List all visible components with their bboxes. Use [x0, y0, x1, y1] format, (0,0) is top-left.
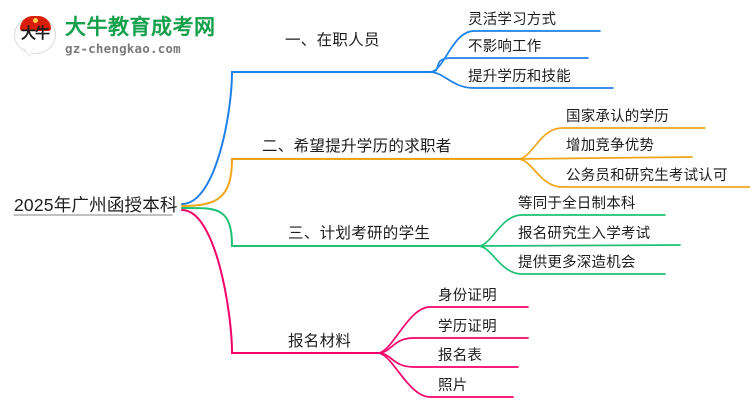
branch-4-connector	[181, 209, 379, 354]
branch-4-leaf-2-connector	[377, 337, 529, 354]
mindmap-leaf-label-4-1: 身份证明	[438, 288, 497, 304]
mindmap-leaf-label-2-2: 增加竞争优势	[566, 138, 655, 154]
logo-subtitle: gz-chengkao.com	[65, 40, 181, 56]
branch-2-connector	[181, 158, 519, 207]
mindmap-leaf-label-2-1: 国家承认的学历	[566, 109, 669, 125]
mindmap-leaf-label-4-2: 学历证明	[438, 319, 497, 335]
mindmap-leaf-label-1-3: 提升学历和技能	[468, 69, 571, 85]
branch-2-leaf-1-connector	[517, 127, 706, 160]
mindmap-leaf-label-1-2: 不影响工作	[468, 39, 542, 55]
mindmap-leaf-label-4-3: 报名表	[438, 348, 483, 364]
branch-3-leaf-3-connector	[477, 245, 666, 275]
branch-4-leaf-4-connector	[377, 352, 514, 398]
mindmap-branch-label-2: 二、希望提升学历的求职者	[262, 138, 452, 155]
mindmap-branch-label-1: 一、在职人员	[285, 32, 380, 49]
logo-bull-mark-icon: 大牛	[14, 14, 58, 58]
branch-2-leaf-2-connector	[517, 156, 693, 160]
branch-1-leaf-2-connector	[429, 57, 589, 73]
logo-mark-char: 大牛	[20, 24, 50, 42]
branch-4-leaf-1-connector	[377, 306, 529, 354]
mindmap-branch-label-4: 报名材料	[288, 333, 352, 350]
branch-3-leaf-1-connector	[477, 214, 666, 247]
mindmap-branch-label-3: 三、计划考研的学生	[288, 225, 431, 242]
mindmap-leaf-label-3-2: 报名研究生入学考试	[518, 226, 651, 242]
mindmap-leaf-label-3-3: 提供更多深造机会	[518, 255, 636, 271]
mindmap-leaf-label-3-1: 等同于全日制本科	[518, 196, 636, 212]
mindmap-root-label: 2025年广州函授本科	[14, 195, 178, 215]
logo-text-block: 大牛教育成考网 gz-chengkao.com	[65, 15, 216, 56]
logo-title: 大牛教育成考网	[65, 15, 216, 39]
branch-3-leaf-2-connector	[477, 244, 681, 247]
branch-1-leaf-3-connector	[429, 71, 614, 89]
branch-2-leaf-3-connector	[517, 158, 750, 188]
branch-1-connector	[181, 71, 431, 205]
branch-3-connector	[181, 206, 479, 247]
mindmap-leaf-label-2-3: 公务员和研究生考试认可	[566, 168, 728, 184]
red-cap-icon	[20, 16, 51, 31]
speech-bubble-tail-icon	[23, 47, 33, 56]
mindmap-leaf-label-1-1: 灵活学习方式	[468, 12, 557, 28]
site-logo: 大牛 大牛教育成考网 gz-chengkao.com	[14, 8, 216, 64]
mindmap-leaf-label-4-4: 照片	[438, 378, 468, 394]
